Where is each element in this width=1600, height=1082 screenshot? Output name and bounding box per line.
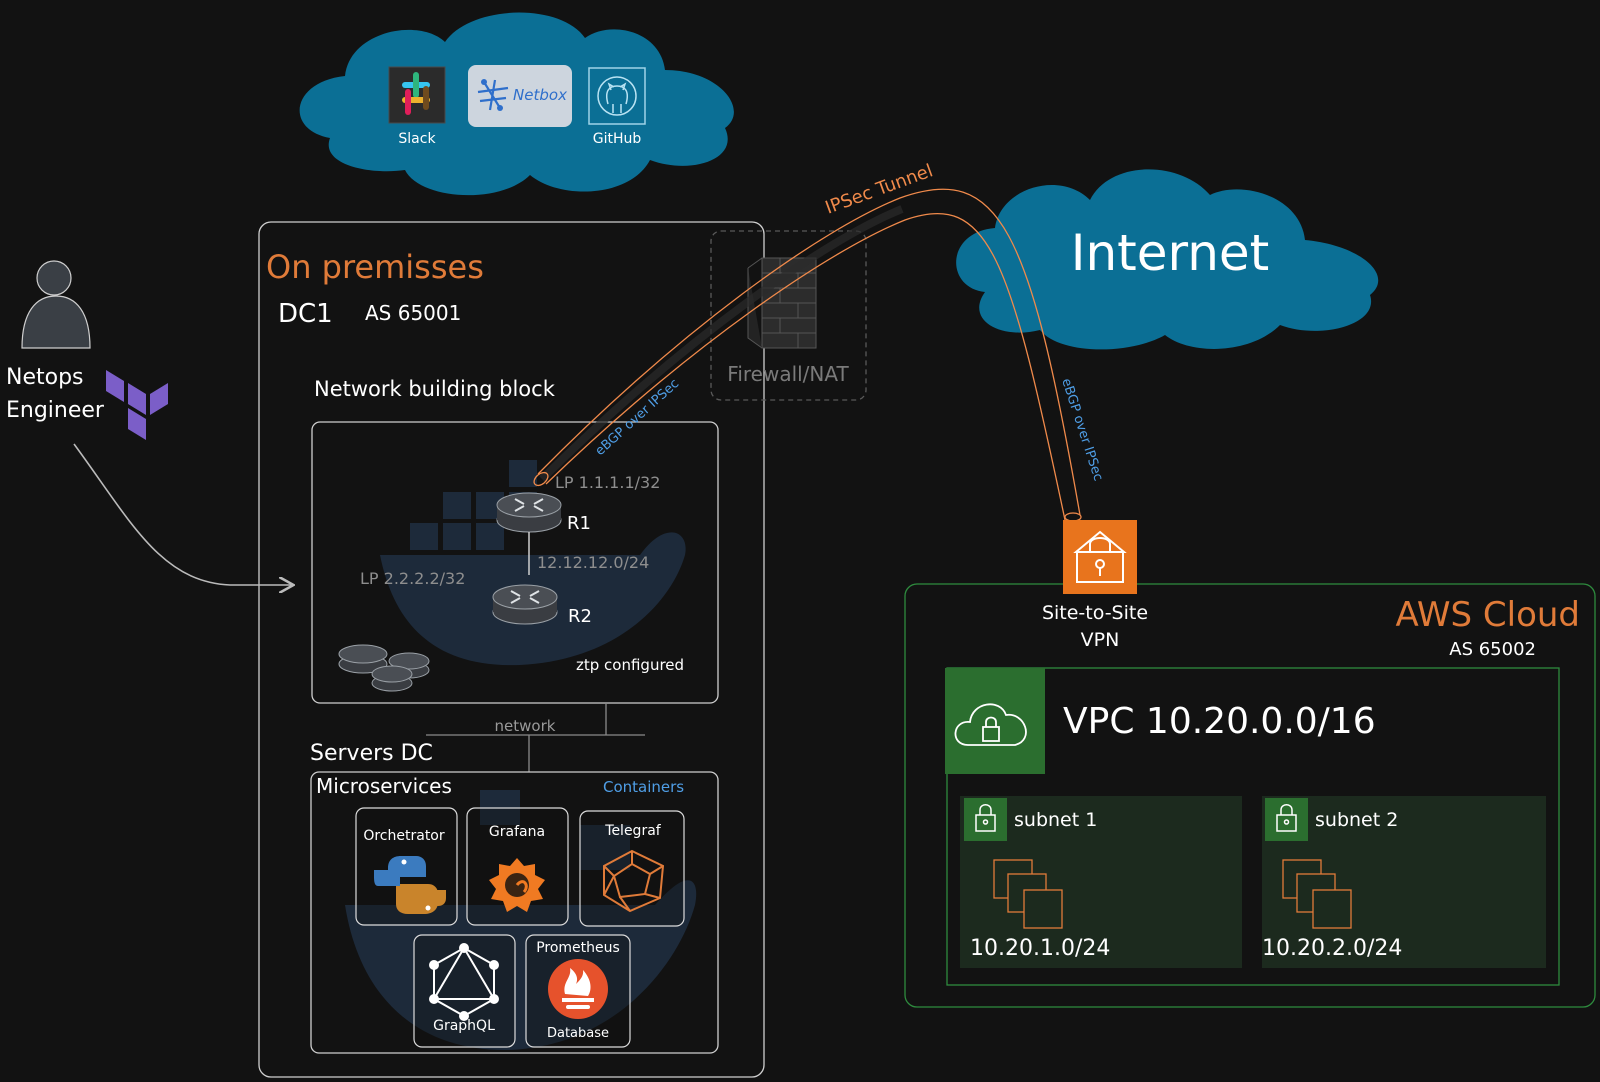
- containers-label: Containers: [603, 778, 684, 796]
- vpn-lock-icon: [1073, 530, 1127, 583]
- subnet-lock-icon: [975, 804, 996, 832]
- tunnel-label: IPSec Tunnel: [823, 160, 936, 218]
- subnet-1-name: subnet 1: [1014, 809, 1097, 831]
- user-icon: [21, 260, 91, 349]
- router-icon: [510, 590, 540, 604]
- slack-tile[interactable]: Slack: [388, 66, 446, 147]
- prometheus-label: Prometheus: [536, 940, 620, 956]
- dc-as-label: AS 65001: [365, 301, 461, 325]
- router-icon: [514, 498, 544, 512]
- grafana-label: Grafana: [489, 824, 545, 840]
- network-block: LP 1.1.1.1/32 R1 12.12.12.0/24 LP 2.2.2.…: [311, 421, 719, 704]
- subnet-2[interactable]: subnet 2 10.20.2.0/24: [1262, 796, 1546, 968]
- grafana-tile[interactable]: Grafana: [466, 807, 569, 926]
- prometheus-icon: [548, 959, 608, 1019]
- docker-whale-icon: [345, 790, 697, 1051]
- r1-loopback: LP 1.1.1.1/32: [555, 473, 660, 492]
- terraform-icon: [106, 370, 168, 440]
- router-r1[interactable]: [496, 492, 562, 533]
- onprem-container: On premisses DC1 AS 65001 Firewall/NAT N…: [258, 221, 867, 1078]
- subnet-1-cidr: 10.20.1.0/24: [970, 936, 1110, 961]
- servers-block: Microservices Containers Orchetrator Gra: [310, 771, 719, 1054]
- orchestrator-label: Orchetrator: [363, 828, 445, 844]
- internet-cloud: Internet: [956, 169, 1379, 350]
- vpc-label: VPC 10.20.0.0/16: [1063, 701, 1376, 742]
- slack-label: Slack: [398, 131, 436, 147]
- instances-icon: [1282, 859, 1352, 929]
- network-bus: network: [426, 703, 645, 772]
- subnet-2-cidr: 10.20.2.0/24: [1262, 936, 1402, 961]
- ztp-routers-icon: [338, 644, 430, 692]
- dc-label: DC1: [278, 299, 333, 329]
- aws-cloud: AWS Cloud AS 65002 Site-to-Site VPN: [904, 520, 1596, 1008]
- internet-label: Internet: [1071, 224, 1270, 282]
- python-icon: [374, 856, 446, 914]
- github-icon: [597, 76, 637, 116]
- github-label: GitHub: [593, 131, 642, 147]
- netbox-tile[interactable]: Netbox: [468, 65, 572, 127]
- network-bus-label: network: [495, 717, 556, 735]
- microservices-label: Microservices: [316, 774, 452, 798]
- servers-dc-title: Servers DC: [310, 741, 433, 766]
- telegraf-icon: [603, 849, 665, 913]
- subnet-1[interactable]: subnet 1 10.20.1.0/24: [960, 796, 1242, 968]
- ebgp-right-label: eBGP over IPSec: [1058, 377, 1105, 483]
- instances-icon: [993, 859, 1063, 929]
- ztp-label: ztp configured: [576, 656, 684, 674]
- internet-cloud-shape: [956, 169, 1379, 350]
- aws-title: AWS Cloud: [1395, 595, 1580, 635]
- database-label: Database: [547, 1026, 609, 1041]
- vpn-label-line2: VPN: [1081, 629, 1120, 651]
- firewall-icon: [747, 257, 817, 349]
- aws-as-label: AS 65002: [1449, 639, 1536, 660]
- engineer-arrow: [73, 443, 292, 585]
- grafana-icon: [489, 858, 545, 912]
- graphql-tile[interactable]: GraphQL: [413, 934, 516, 1048]
- subnet-2-name: subnet 2: [1315, 809, 1398, 831]
- saas-cloud: Slack Netbox GitHub: [299, 12, 734, 196]
- network-block-title: Network building block: [314, 377, 556, 401]
- engineer-label-line2: Engineer: [6, 398, 105, 423]
- router-r2[interactable]: [492, 584, 558, 625]
- netops-engineer: Netops Engineer: [6, 260, 292, 585]
- vpc-cloud-lock-icon: [954, 703, 1027, 746]
- site-to-site-vpn[interactable]: Site-to-Site VPN: [1042, 520, 1148, 651]
- orchestrator-tile[interactable]: Orchetrator: [355, 807, 458, 926]
- r1-r2-link-label: 12.12.12.0/24: [537, 553, 649, 572]
- graphql-label: GraphQL: [433, 1018, 495, 1034]
- graphql-icon: [429, 943, 499, 1021]
- github-tile[interactable]: GitHub: [588, 67, 646, 147]
- telegraf-tile[interactable]: Telegraf: [579, 810, 685, 927]
- netbox-icon: [477, 79, 509, 111]
- r1-label: R1: [567, 513, 591, 534]
- r2-loopback: LP 2.2.2.2/32: [360, 569, 465, 588]
- engineer-label-line1: Netops: [6, 365, 84, 390]
- subnet-lock-icon: [1276, 804, 1297, 832]
- onprem-title: On premisses: [266, 248, 484, 286]
- r2-label: R2: [568, 606, 592, 627]
- prometheus-tile[interactable]: Prometheus Database: [525, 934, 631, 1048]
- telegraf-label: Telegraf: [604, 823, 662, 839]
- vpn-label-line1: Site-to-Site: [1042, 602, 1148, 624]
- vpc: VPC 10.20.0.0/16 subnet 1 10.20.1.0/24: [945, 667, 1560, 986]
- firewall-label: Firewall/NAT: [727, 362, 849, 386]
- netbox-label: Netbox: [513, 86, 567, 104]
- slack-icon: [402, 72, 430, 115]
